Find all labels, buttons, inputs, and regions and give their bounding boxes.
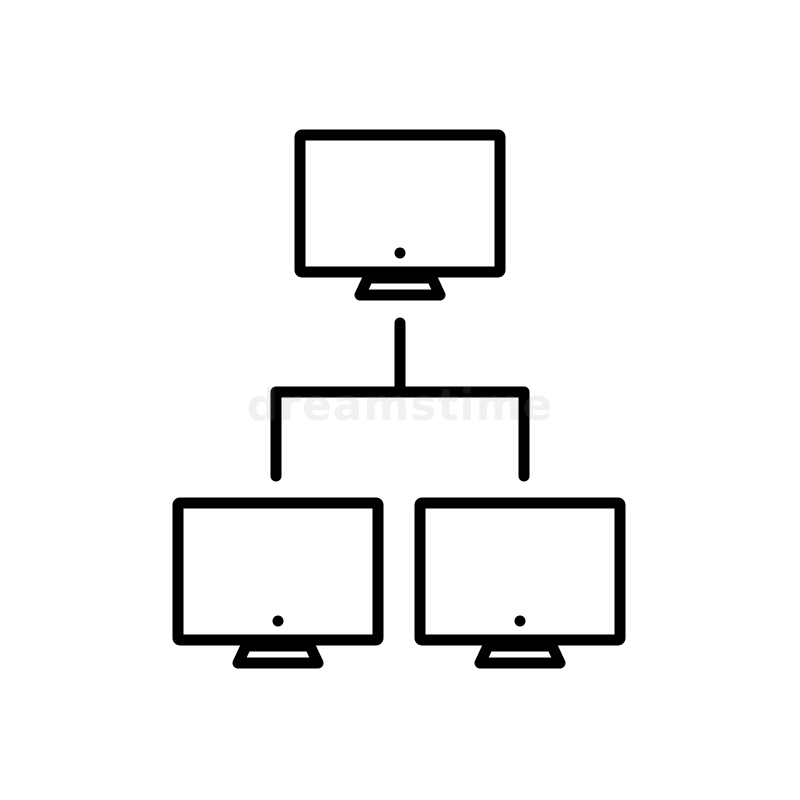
monitor-right-power-dot: [514, 615, 526, 627]
monitor-top-power-dot: [394, 247, 406, 259]
monitor-right-stand: [474, 640, 566, 669]
connector-branch: [270, 386, 530, 482]
network-icon-group: [172, 129, 626, 669]
monitor-left-screen: [172, 497, 384, 646]
monitor-right-screen: [414, 497, 626, 646]
monitor-left-power-dot: [272, 615, 284, 627]
connector-lines: [270, 317, 530, 482]
monitor-top-screen: [294, 129, 506, 278]
monitor-left-stand: [232, 640, 324, 669]
monitor-top-icon: [294, 129, 506, 301]
monitor-top-stand: [354, 272, 446, 301]
monitor-left-icon: [172, 497, 384, 669]
monitor-right-icon: [414, 497, 626, 669]
